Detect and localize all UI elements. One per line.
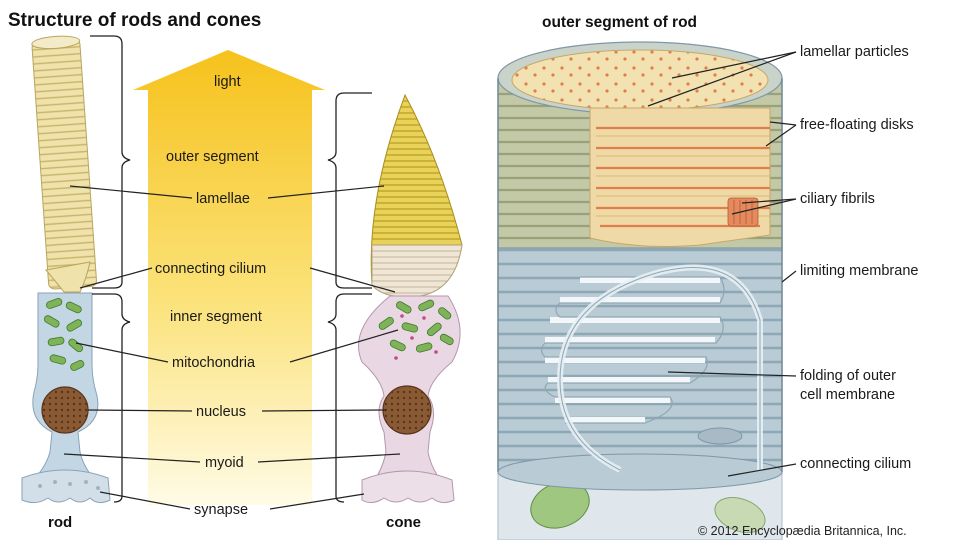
- label-lamellar-particles: lamellar particles: [800, 44, 909, 60]
- copyright-notice: © 2012 Encyclopædia Britannica, Inc.: [698, 524, 907, 538]
- label-lamellae: lamellae: [196, 191, 250, 207]
- label-free-floating-disks: free-floating disks: [800, 117, 914, 133]
- cone-caption: cone: [386, 514, 421, 531]
- label-synapse: synapse: [194, 502, 248, 518]
- rod-outer-segment-cutaway: [497, 41, 783, 540]
- light-arrow: [133, 50, 325, 505]
- label-connecting-cilium: connecting cilium: [155, 261, 266, 277]
- label-inner-segment: inner segment: [170, 309, 262, 325]
- right-leader-lines: [647, 51, 797, 477]
- center-leader-lines: [63, 185, 401, 510]
- label-ciliary-fibrils: ciliary fibrils: [800, 191, 875, 207]
- light-label: light: [214, 74, 241, 90]
- label-folding-line2: cell membrane: [800, 387, 895, 403]
- label-nucleus: nucleus: [196, 404, 246, 420]
- label-mitochondria: mitochondria: [172, 355, 256, 371]
- cone-cell: [358, 93, 463, 504]
- label-folding-line1: folding of outer: [800, 368, 896, 384]
- diagram-title: Structure of rods and cones: [8, 10, 261, 31]
- label-connecting-cilium-right: connecting cilium: [800, 456, 911, 472]
- label-limiting-membrane: limiting membrane: [800, 263, 918, 279]
- label-outer-segment: outer segment: [166, 149, 259, 165]
- rod-brackets: [90, 35, 131, 503]
- rod-caption: rod: [48, 514, 72, 531]
- outer-segment-of-rod-title: outer segment of rod: [542, 14, 697, 31]
- rod-cell: [21, 35, 111, 504]
- label-myoid: myoid: [205, 455, 244, 471]
